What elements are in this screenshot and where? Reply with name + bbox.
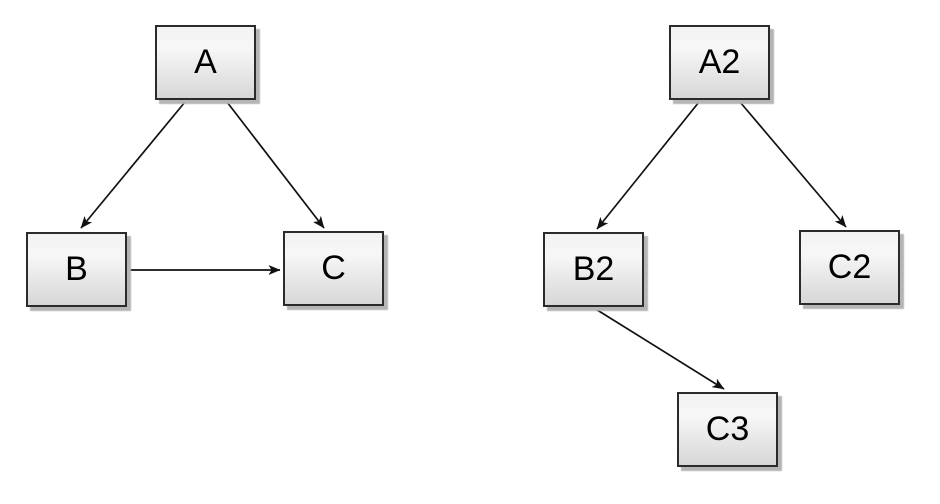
node-B[interactable]: B bbox=[26, 232, 127, 307]
edge-A2-to-C2 bbox=[739, 101, 847, 228]
edge-A-to-B bbox=[80, 101, 186, 229]
node-C-label: C bbox=[321, 249, 346, 287]
node-C3[interactable]: C3 bbox=[677, 392, 778, 467]
node-C[interactable]: C bbox=[283, 231, 384, 306]
node-C2[interactable]: C2 bbox=[799, 230, 900, 305]
node-C3-label: C3 bbox=[705, 410, 750, 448]
edge-B2-to-C3 bbox=[593, 307, 725, 390]
node-A2-label: A2 bbox=[698, 43, 741, 81]
node-B-label: B bbox=[65, 250, 88, 288]
edge-A-to-C bbox=[226, 101, 325, 229]
edge-A2-to-B2 bbox=[596, 101, 700, 230]
node-B2[interactable]: B2 bbox=[543, 232, 644, 307]
node-A[interactable]: A bbox=[155, 25, 256, 100]
node-C2-label: C2 bbox=[827, 248, 872, 286]
node-A2[interactable]: A2 bbox=[669, 25, 770, 100]
node-B2-label: B2 bbox=[572, 250, 615, 288]
node-A-label: A bbox=[194, 43, 217, 81]
